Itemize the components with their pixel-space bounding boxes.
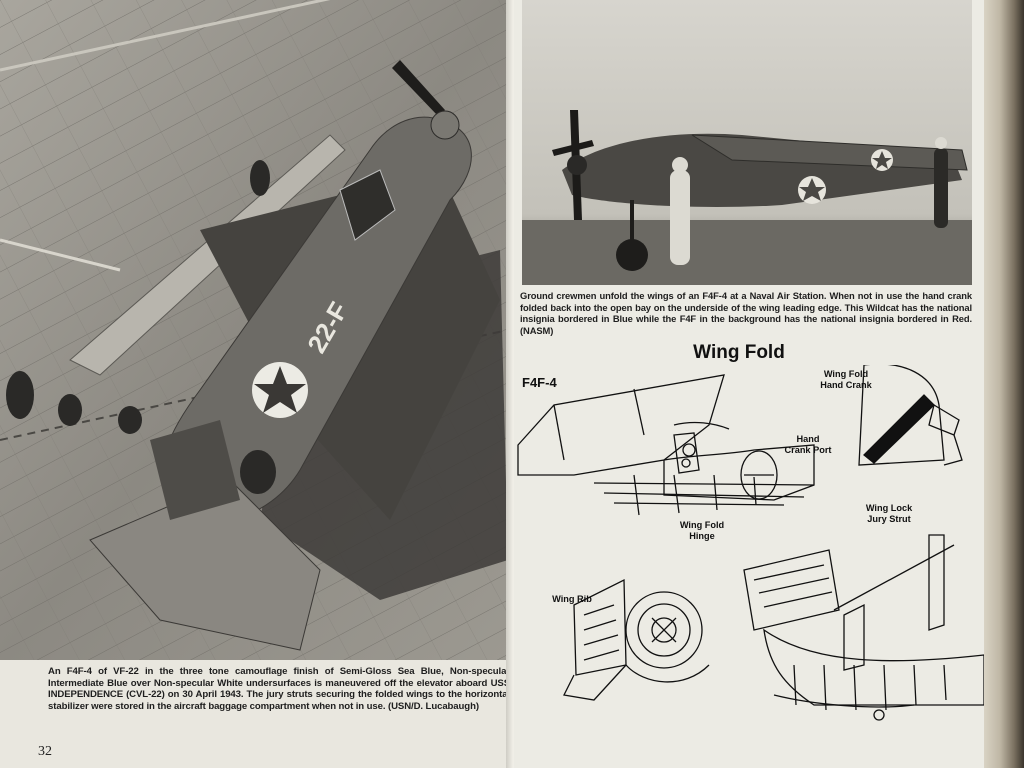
page-number: 32 (38, 744, 52, 759)
label-wing-rib: Wing Rib (552, 594, 592, 604)
label-hand-crank-port: Hand Crank Port (784, 434, 832, 455)
aircraft-type-label: F4F-4 (522, 375, 557, 390)
label-wing-fold-hinge: Wing Fold Hinge (679, 520, 725, 541)
right-page: Ground crewmen unfold the wings of an F4… (514, 0, 984, 768)
jury-strut-wing-drawing (743, 549, 840, 631)
book-page-edge (984, 0, 1024, 768)
folded-wing-drawing (517, 374, 725, 476)
label-wing-lock-jury-strut: Wing Lock Jury Strut (865, 503, 913, 524)
left-photo-caption: An F4F-4 of VF-22 in the three tone camo… (48, 666, 510, 712)
naval-air-station-photo (522, 0, 972, 285)
wing-fold-diagram (517, 365, 984, 721)
naval-air-station-photo-graphic (522, 0, 972, 285)
right-photo-caption: Ground crewmen unfold the wings of an F4… (520, 290, 972, 336)
carrier-deck-photo-graphic: 22-F (0, 0, 508, 660)
label-wing-fold-hand-crank: Wing Fold Hand Crank (820, 369, 872, 390)
diagram-title: Wing Fold (693, 342, 785, 363)
left-page: 22-F An F4F-4 of VF-22 in the three tone… (0, 0, 512, 768)
engine-cowling-drawing (625, 591, 703, 669)
carrier-deck-photo: 22-F (0, 0, 508, 660)
